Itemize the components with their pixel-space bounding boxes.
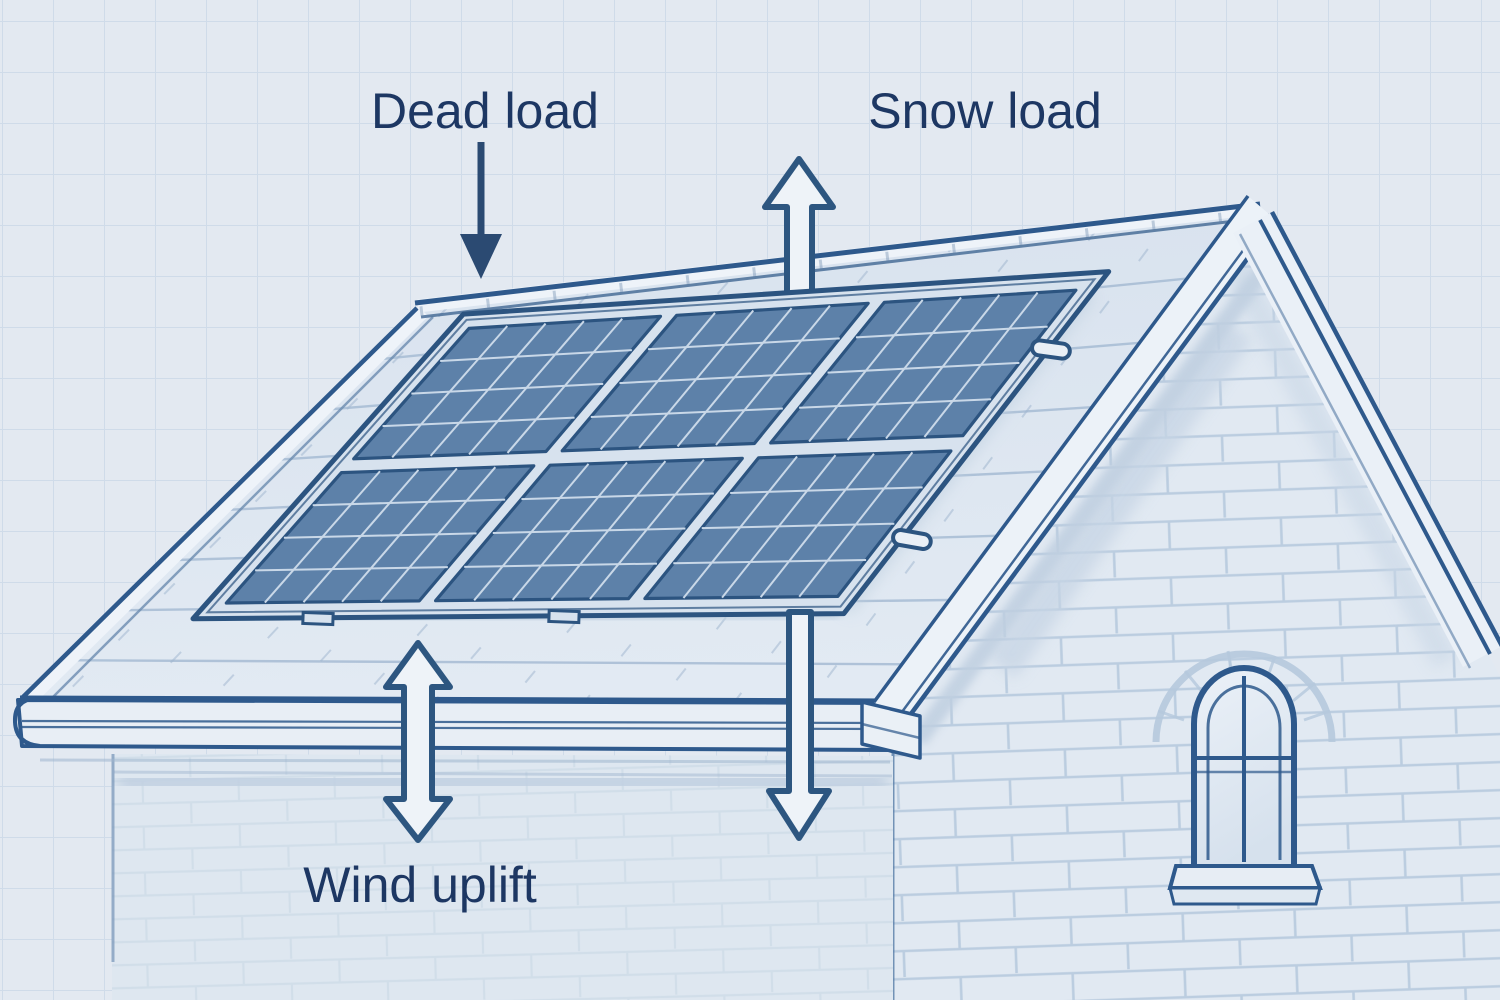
array-foot	[301, 610, 335, 627]
right-rake-board	[1233, 210, 1500, 669]
wind-uplift-label: Wind uplift	[303, 857, 537, 913]
array-foot	[547, 608, 581, 625]
front-wall	[111, 754, 893, 1000]
left-rake-board	[872, 194, 1278, 728]
arched-window	[1152, 650, 1336, 906]
ridge-cap	[414, 201, 1261, 319]
window-sill	[1167, 864, 1323, 890]
wind-uplift-arrow-icon	[383, 640, 453, 843]
corner-trim	[860, 700, 922, 760]
roof-left-edge	[20, 306, 434, 705]
snow-load-label: Snow load	[868, 83, 1102, 139]
roof-shadow	[988, 320, 1252, 678]
mounting-hook-icon	[891, 527, 933, 551]
dead-load-arrow-icon	[460, 142, 502, 279]
mounting-hook-icon	[1030, 338, 1072, 361]
solar-array	[190, 269, 1112, 622]
stone-arch-ring	[1152, 650, 1336, 743]
panel-load-arrow-icon	[766, 609, 832, 841]
dead-load-label: Dead load	[371, 83, 599, 139]
gutter-end-cap	[12, 696, 41, 748]
eave-gutter	[12, 695, 895, 764]
